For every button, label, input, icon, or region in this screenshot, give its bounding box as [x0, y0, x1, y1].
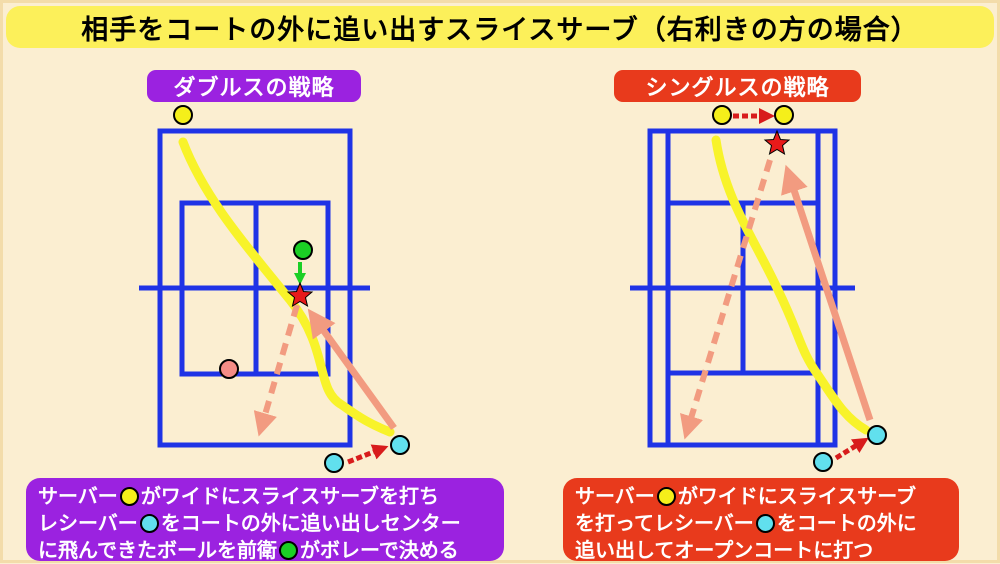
doubles-court [139, 128, 370, 448]
doubles-volley-arrow [253, 304, 300, 437]
doubles-receiver-start [324, 453, 344, 473]
singles-server-start [712, 105, 732, 125]
doubles-note-text: レシーバー [38, 511, 138, 535]
singles-receiver-start [813, 452, 833, 472]
receiver-dot-icon [755, 514, 775, 533]
singles-note-line-3: 追い出してオープンコートに打つ [575, 537, 949, 564]
page-title: 相手をコートの外に追い出すスライスサーブ（右利きの方の場合） [81, 14, 919, 46]
singles-note-text: を打ってレシーバー [575, 511, 754, 535]
singles-receiver-end [867, 425, 887, 445]
doubles-note-line-3: に飛んできたボールを前衛 がボレーで決める [38, 537, 494, 564]
server-dot-icon [119, 487, 139, 506]
net-player-dot-icon [279, 541, 298, 560]
title-bar: 相手をコートの外に追い出すスライスサーブ（右利きの方の場合） [6, 6, 994, 48]
singles-tag: シングルスの戦略 [614, 70, 861, 102]
singles-note-text: 追い出してオープンコートに打つ [575, 538, 874, 562]
doubles-server [173, 105, 193, 125]
doubles-return-arrow [307, 308, 397, 431]
singles-note-text: サーバー [575, 484, 655, 508]
singles-note-text: をコートの外に [776, 511, 917, 535]
doubles-net-player [293, 240, 313, 260]
doubles-note-text: をコートの外に追い出しセンター [160, 511, 461, 535]
doubles-explanation: サーバー がワイドにスライスサーブを打ち レシーバー をコートの外に追い出しセン… [26, 478, 504, 564]
singles-return-arrow [781, 164, 874, 422]
doubles-partner [219, 359, 239, 379]
doubles-receiver-move-arrow [347, 444, 389, 465]
singles-server-end [774, 105, 794, 125]
singles-receiver-move-arrow [834, 437, 869, 461]
doubles-note-line-1: サーバー がワイドにスライスサーブを打ち [38, 483, 494, 510]
doubles-note-text: に飛んできたボールを前衛 [38, 538, 277, 562]
doubles-note-text: がワイドにスライスサーブを打ち [140, 484, 440, 508]
doubles-volley-star [286, 281, 314, 308]
singles-shot-star [763, 129, 791, 156]
singles-putaway-arrow [680, 159, 773, 440]
doubles-note-text: がボレーで決める [300, 538, 459, 562]
singles-note-line-2: を打ってレシーバー をコートの外に [575, 510, 949, 537]
singles-note-line-1: サーバー がワイドにスライスサーブ [575, 483, 949, 510]
doubles-note-text: サーバー [38, 484, 118, 508]
receiver-dot-icon [139, 514, 159, 533]
server-dot-icon [656, 487, 676, 506]
doubles-receiver-end [390, 435, 410, 455]
doubles-note-line-2: レシーバー をコートの外に追い出しセンター [38, 510, 494, 537]
singles-note-text: がワイドにスライスサーブ [677, 484, 917, 508]
singles-court [630, 128, 855, 448]
singles-serve-path [711, 135, 871, 435]
singles-explanation: サーバー がワイドにスライスサーブ を打ってレシーバー をコートの外に 追い出し… [563, 478, 959, 564]
doubles-tag: ダブルスの戦略 [147, 70, 361, 102]
